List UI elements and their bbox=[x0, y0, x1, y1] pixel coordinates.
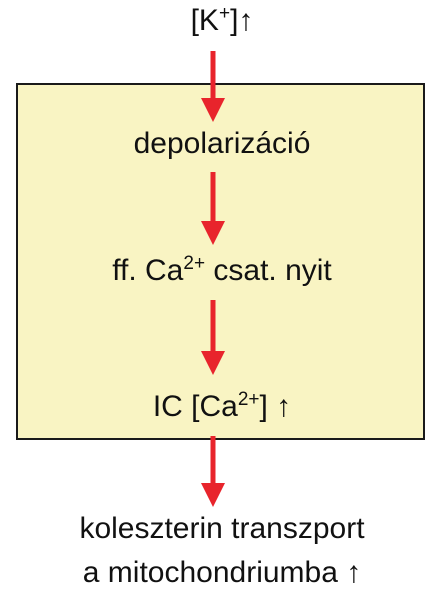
arrow-depolarization-to-channel bbox=[201, 172, 225, 245]
potassium-label: [K+]↑ bbox=[190, 3, 254, 37]
arrow-k-to-depolarization bbox=[201, 51, 225, 122]
calcium-channel-label: ff. Ca2+ csat. nyit bbox=[112, 253, 332, 287]
arrow-ic-calcium-to-cholesterol bbox=[201, 436, 225, 507]
cholesterol-transport-label-line1: koleszterin transzport bbox=[79, 512, 365, 545]
arrow-channel-to-ic-calcium bbox=[201, 300, 225, 375]
depolarization-label: depolarizáció bbox=[133, 127, 311, 160]
intracellular-calcium-label: IC [Ca2+] ↑ bbox=[152, 389, 292, 423]
process-box bbox=[16, 83, 425, 440]
cholesterol-transport-label-line2: a mitochondriumba ↑ bbox=[82, 556, 362, 589]
